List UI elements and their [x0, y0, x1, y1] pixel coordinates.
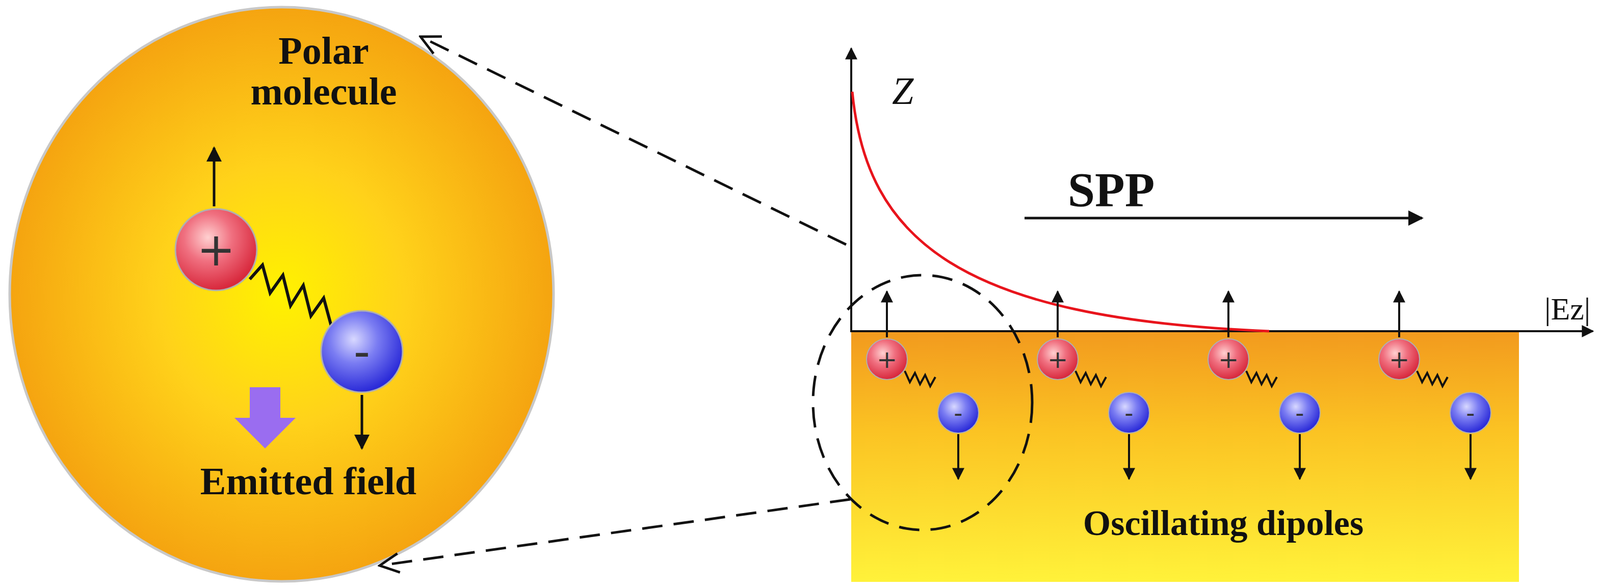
z-axis — [850, 48, 853, 333]
zoom-leader — [420, 36, 847, 245]
emitted-field-arrow — [234, 387, 296, 449]
field-decay-curve — [852, 91, 1270, 332]
charge-sign: - — [1295, 400, 1304, 426]
charge-sign: - — [353, 328, 371, 375]
charge-sign: - — [1465, 400, 1475, 426]
dipole-arrow — [213, 147, 216, 207]
negative-charge — [321, 310, 403, 393]
node-text: Emitted field — [198, 461, 418, 503]
spp-arrow — [1024, 217, 1423, 220]
zoom-leader — [379, 499, 851, 566]
node-text: Oscillating dipoles — [993, 504, 1453, 543]
spring — [249, 265, 332, 327]
charge-sign: + — [196, 226, 235, 273]
zoom-ellipse — [812, 275, 1033, 531]
spp-label: SPP — [1067, 165, 1156, 215]
charge-sign: + — [1218, 347, 1239, 372]
axis-label: Z — [892, 71, 914, 111]
molecule-circle: Polar moleculeEmitted field — [7, 5, 556, 584]
positive-charge — [175, 208, 257, 291]
charge-sign: + — [1388, 347, 1410, 372]
node-text: Polar molecule — [214, 30, 434, 113]
e-axis — [850, 330, 1593, 333]
charge-sign: + — [876, 347, 898, 372]
charge-sign: - — [1124, 400, 1134, 426]
metal-slab: Oscillating dipoles — [851, 331, 1519, 583]
charge-sign: + — [1047, 347, 1068, 372]
axis-label: |Ez| — [1544, 293, 1591, 325]
dipole-arrow — [360, 395, 364, 449]
charge-sign: - — [953, 400, 963, 426]
dipole-row — [866, 291, 1491, 480]
